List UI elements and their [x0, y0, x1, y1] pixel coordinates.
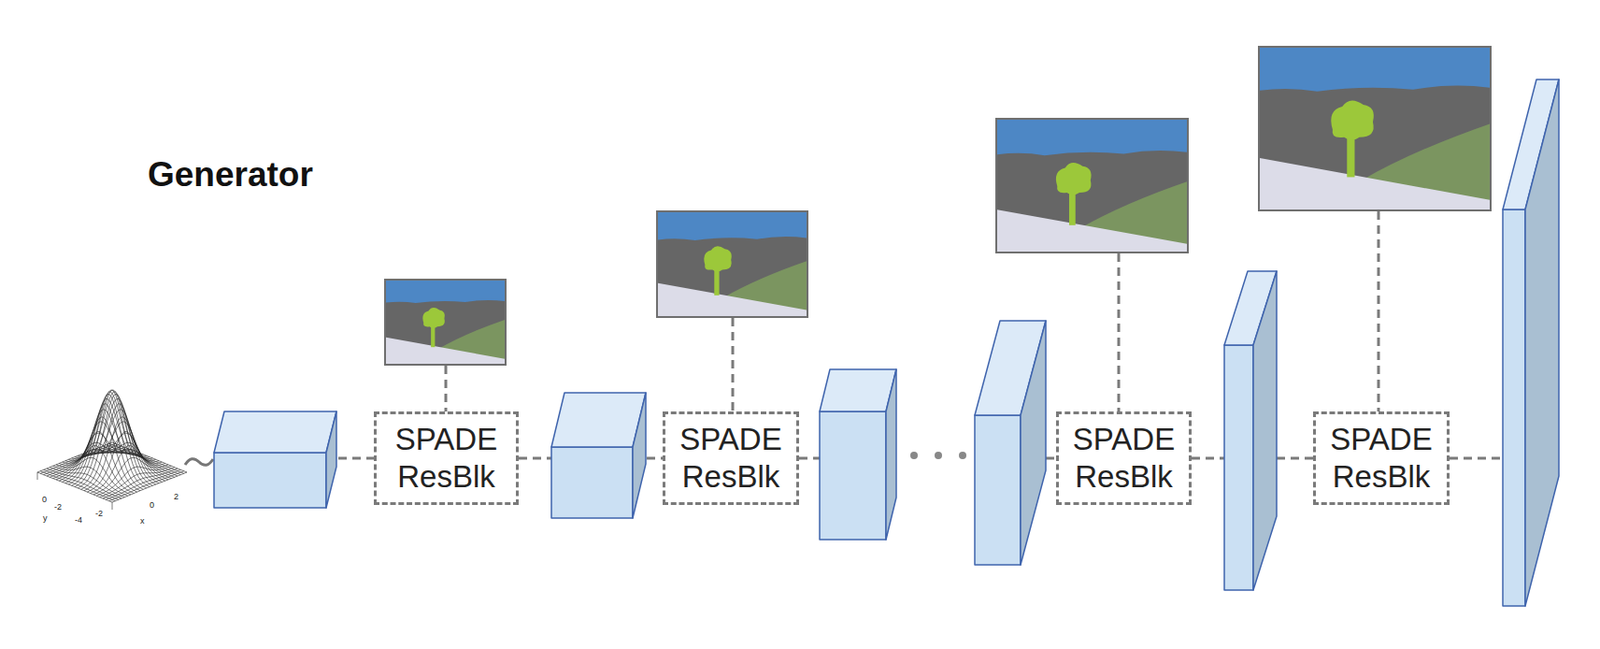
mesh-line	[37, 471, 39, 480]
mesh-line	[71, 391, 147, 486]
mesh-line	[109, 471, 185, 501]
mesh-line	[77, 391, 153, 486]
mesh-line	[96, 465, 172, 496]
block-face	[326, 411, 337, 508]
dashed-wires	[338, 211, 1503, 458]
block-label: SPADE ResBlk	[1066, 420, 1182, 495]
block-face	[1020, 320, 1046, 565]
segmentation-map	[1257, 45, 1492, 212]
block-face	[1224, 344, 1254, 590]
block-face	[551, 392, 646, 447]
gaussian-plot	[37, 389, 187, 510]
block-face	[1253, 271, 1277, 590]
block-label: SPADE ResBlk	[672, 420, 789, 495]
mesh-line	[84, 409, 159, 484]
mesh-line	[43, 469, 119, 500]
mesh-line	[37, 471, 113, 502]
axis-tick: 0	[42, 495, 47, 504]
mesh-line	[37, 442, 113, 472]
block-label: SPADE ResBlk	[1323, 420, 1440, 495]
spade-resblock: SPADE ResBlk	[373, 411, 519, 505]
mesh-line	[93, 457, 169, 495]
mesh-line	[112, 442, 187, 472]
block-label: SPADE ResBlk	[384, 420, 509, 495]
block-face	[214, 452, 327, 508]
block-face	[819, 369, 897, 412]
mesh-line	[112, 501, 114, 510]
mesh-line	[105, 469, 181, 500]
mesh-line	[49, 467, 125, 498]
block-face	[1502, 209, 1526, 606]
axis-tick: -2	[54, 502, 62, 512]
mesh-line	[46, 468, 122, 499]
spade-resblock: SPADE ResBlk	[1056, 411, 1192, 505]
block-face	[214, 411, 337, 453]
block-face	[1525, 79, 1559, 606]
spade-resblock: SPADE ResBlk	[1313, 411, 1450, 505]
segmentation-map	[656, 210, 809, 318]
axis-tick: 0	[149, 500, 155, 510]
axis-tick: -4	[74, 515, 83, 525]
block-face	[551, 446, 633, 518]
block-face	[819, 411, 886, 540]
segmentation-map	[384, 278, 507, 366]
axis-tick: x	[140, 516, 145, 526]
ellipsis-dots	[910, 451, 967, 459]
mesh-line	[40, 471, 115, 501]
mesh-line	[102, 468, 178, 499]
axis-tick: y	[42, 514, 48, 523]
mesh-line	[53, 465, 129, 496]
segmentation-map	[995, 117, 1189, 254]
block-face	[885, 369, 897, 540]
axis-tick: -2	[95, 509, 103, 518]
mesh-line	[56, 457, 131, 495]
block-face	[632, 392, 646, 518]
diagram-title: Generator	[147, 155, 314, 195]
axis-tick: 2	[173, 492, 179, 501]
sample-tilde	[185, 458, 214, 466]
block-face	[974, 414, 1021, 565]
mesh-line	[112, 471, 187, 502]
mesh-line	[65, 409, 141, 484]
spade-resblock: SPADE ResBlk	[662, 411, 800, 505]
mesh-line	[100, 467, 175, 498]
